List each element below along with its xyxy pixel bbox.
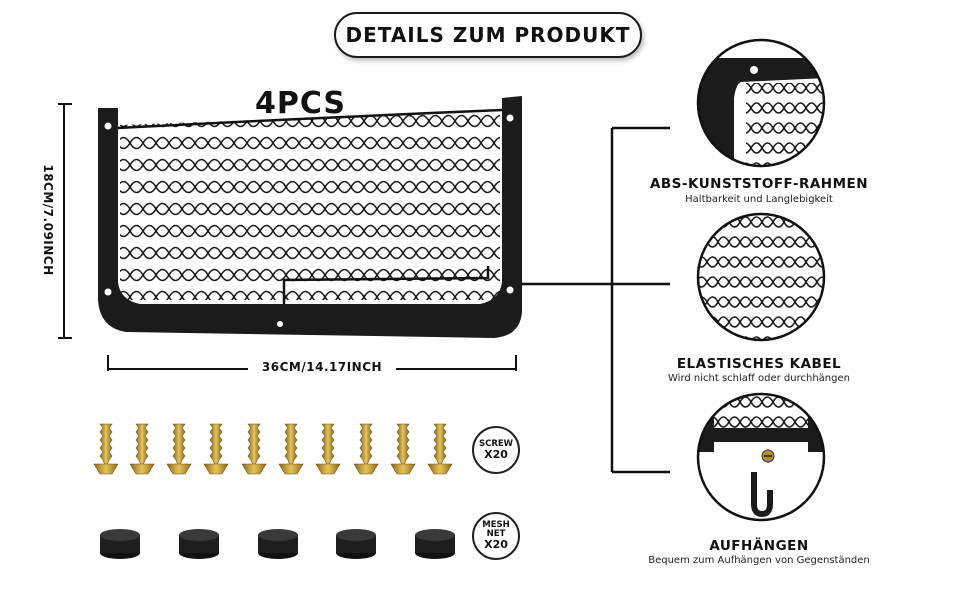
width-dimension-label: 36CM/14.17INCH [248,360,396,374]
hanging-hook-detail-icon [696,392,826,522]
screw-count-badge: SCREW X20 [472,426,520,474]
mesh-net-cap-icon [258,529,298,559]
feature-title-hanging: AUFHÄNGEN [709,538,809,554]
elastic-mesh-detail-icon [696,212,826,342]
frame-corner-detail-icon [696,38,826,168]
quantity-label: 4PCS [255,86,347,121]
page-title-pill: DETAILS ZUM PRODUKT [334,12,642,58]
feature-title-elastic: ELASTISCHES KABEL [676,356,842,372]
feature-subtitle-hanging: Bequem zum Aufhängen von Gegenständen [648,555,870,566]
mesh-net-cap-icon [336,529,376,559]
mesh-net-cap-icon [100,529,140,559]
mesh-net-count-badge: MESH NET X20 [472,512,520,560]
page-title: DETAILS ZUM PRODUKT [345,23,631,47]
feature-title-frame: ABS-KUNSTSTOFF-RAHMEN [649,176,869,192]
feature-subtitle-frame: Haltbarkeit und Langlebigkeit [685,194,833,205]
mesh-net-cap-icon [179,529,219,559]
mesh-net-cap-icon [415,529,455,559]
feature-subtitle-elastic: Wird nicht schlaff oder durchhängen [668,373,850,384]
